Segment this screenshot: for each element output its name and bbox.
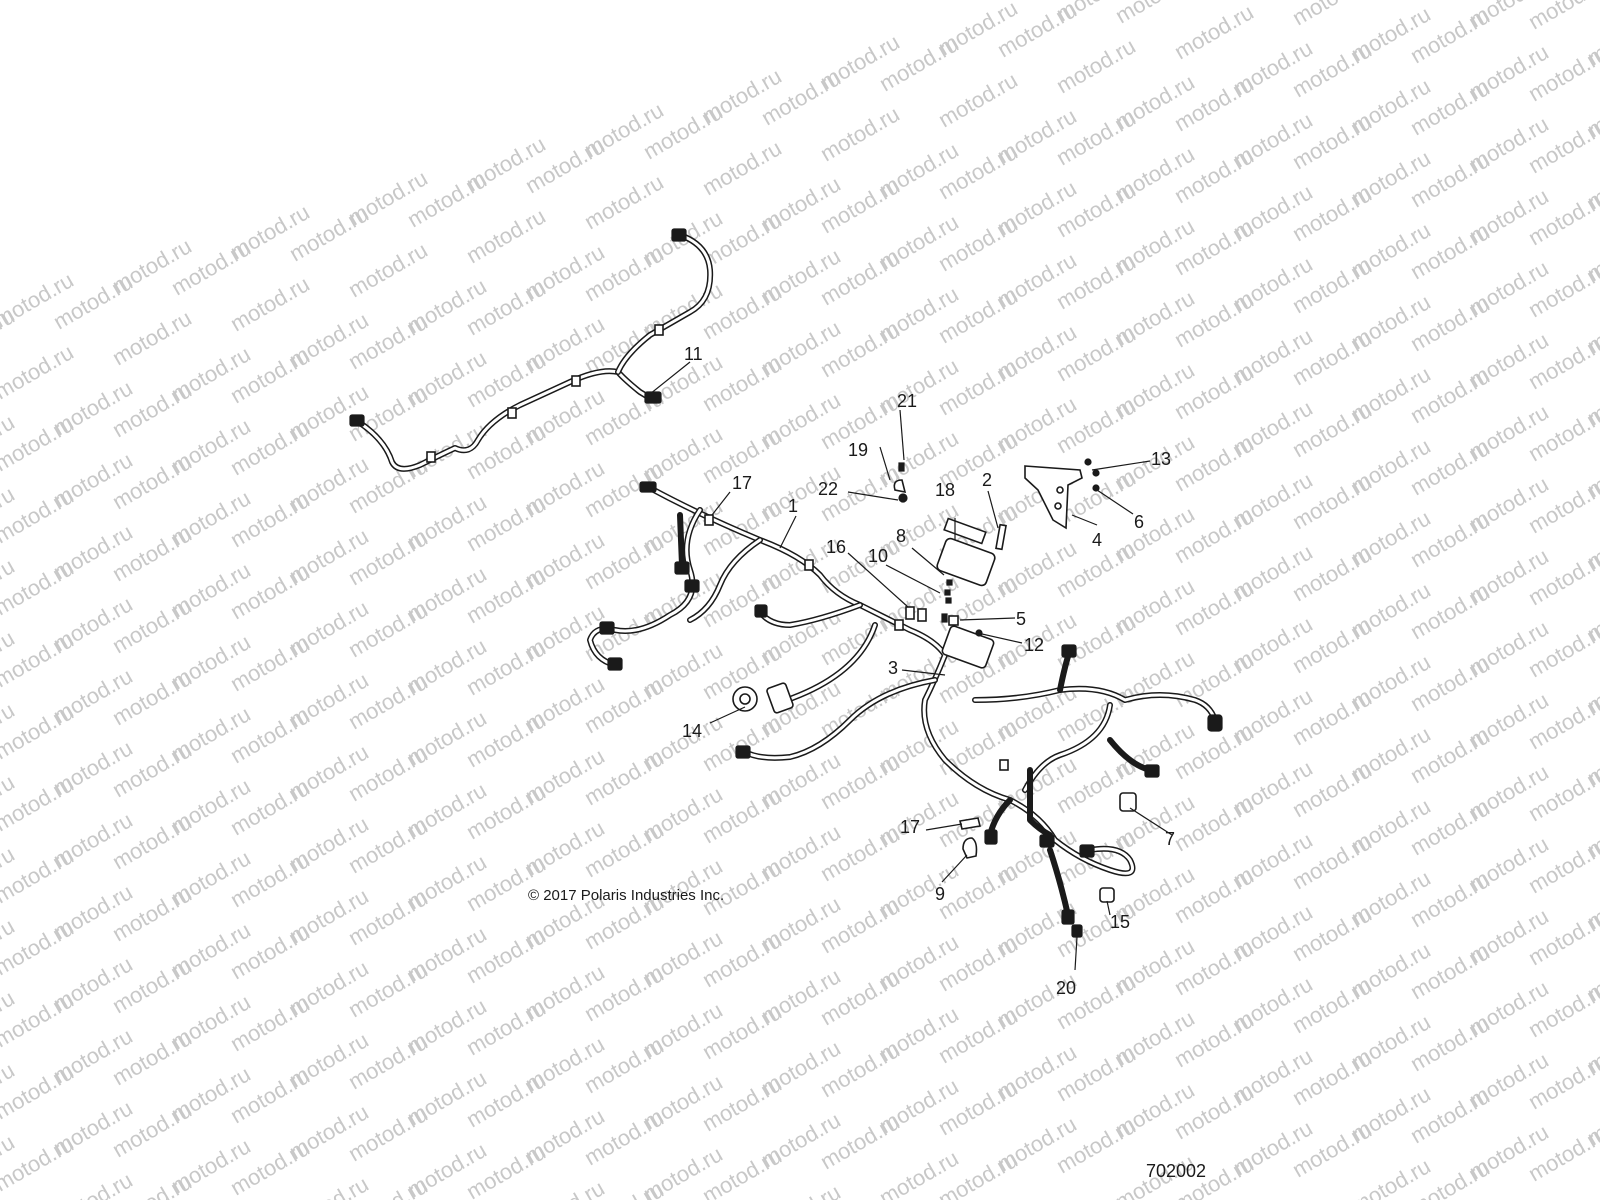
screw-icon [1092, 484, 1100, 492]
connector-icon [599, 621, 615, 635]
clip-icon [426, 451, 436, 463]
connector-icon [674, 561, 690, 575]
callout-20: 20 [1056, 978, 1076, 998]
clip-icon [917, 608, 927, 622]
fuse-icon [944, 589, 951, 596]
clip-icon [654, 324, 664, 336]
callout-4: 4 [1092, 530, 1102, 550]
connector-icon [349, 414, 365, 427]
clip-icon [894, 619, 904, 631]
callout-17: 17 [732, 473, 752, 493]
fuse-box-icon [941, 625, 995, 669]
clip-icon [905, 606, 915, 620]
callout-16: 16 [826, 537, 846, 557]
clip-icon [704, 514, 714, 526]
connector-icon [639, 481, 657, 493]
callout-6: 6 [1134, 512, 1144, 532]
cable-clamp-icon [893, 479, 907, 494]
leader-lines [644, 361, 1173, 971]
hole-icon [1056, 486, 1064, 494]
nut-icon [1084, 458, 1092, 466]
copyright-notice: © 2017 Polaris Industries Inc. [528, 887, 725, 904]
boot-icon [962, 837, 978, 859]
callout-21: 21 [897, 391, 917, 411]
callout-3: 3 [888, 658, 898, 678]
clip-icon [507, 407, 517, 419]
bracket-icon [1024, 465, 1083, 530]
clip-icon [999, 759, 1009, 771]
callout-8: 8 [896, 526, 906, 546]
connector-icon [1061, 644, 1077, 658]
callout-15: 15 [1110, 912, 1130, 932]
connector-icon [1039, 834, 1055, 848]
connector-icon [754, 604, 768, 618]
connector-icon [1144, 764, 1160, 778]
connector-icon [735, 745, 751, 759]
fuse-box-group [893, 462, 1007, 669]
rear-harness [349, 228, 714, 472]
callout-11: 11 [684, 344, 703, 364]
connector-icon [1079, 844, 1095, 858]
connector-icon [607, 657, 623, 671]
fuse-icon [941, 613, 948, 623]
callout-22: 22 [818, 479, 838, 499]
fuse-icon [995, 523, 1007, 551]
connector-icon [1099, 887, 1115, 903]
callout-18: 18 [935, 480, 955, 500]
figure-number: 702002 [1146, 1161, 1207, 1181]
screw-icon [975, 629, 983, 637]
connector-icon [1207, 714, 1223, 732]
connector-icon [671, 228, 687, 242]
callout-17-lower: 17 [900, 817, 920, 837]
connector-icon [644, 391, 662, 404]
connector-icon [984, 829, 998, 845]
grommet-icon [739, 693, 751, 705]
main-harness [587, 481, 1223, 925]
sensor-icon [1119, 792, 1137, 812]
connector-icon [1061, 909, 1075, 925]
clip-icon [804, 559, 814, 571]
callout-12: 12 [1024, 635, 1044, 655]
screw-icon [898, 462, 905, 472]
connector-icon [1071, 924, 1083, 938]
callout-14: 14 [682, 721, 702, 741]
connector-icon [766, 682, 794, 714]
fuse-box-cover-icon [936, 537, 996, 587]
bracket-group [1024, 458, 1100, 530]
nut-icon [1092, 469, 1100, 477]
relay-icon [948, 615, 959, 626]
hole-icon [1054, 502, 1062, 510]
callout-10: 10 [868, 546, 888, 566]
callout-7: 7 [1165, 829, 1175, 849]
clip-icon [571, 375, 581, 387]
callout-1: 1 [788, 496, 798, 516]
callout-5: 5 [1016, 609, 1026, 629]
callout-13: 13 [1151, 449, 1171, 469]
callout-9: 9 [935, 884, 945, 904]
fuse-icon [946, 579, 953, 586]
callouts: 11 17 1 21 19 22 18 2 8 10 16 5 12 3 13 … [682, 344, 1175, 998]
connector-icon [684, 579, 700, 593]
callout-19: 19 [848, 440, 868, 460]
callout-2: 2 [982, 470, 992, 490]
fuse-icon [945, 597, 952, 604]
clip-icon [959, 817, 981, 830]
nut-icon [898, 493, 908, 503]
